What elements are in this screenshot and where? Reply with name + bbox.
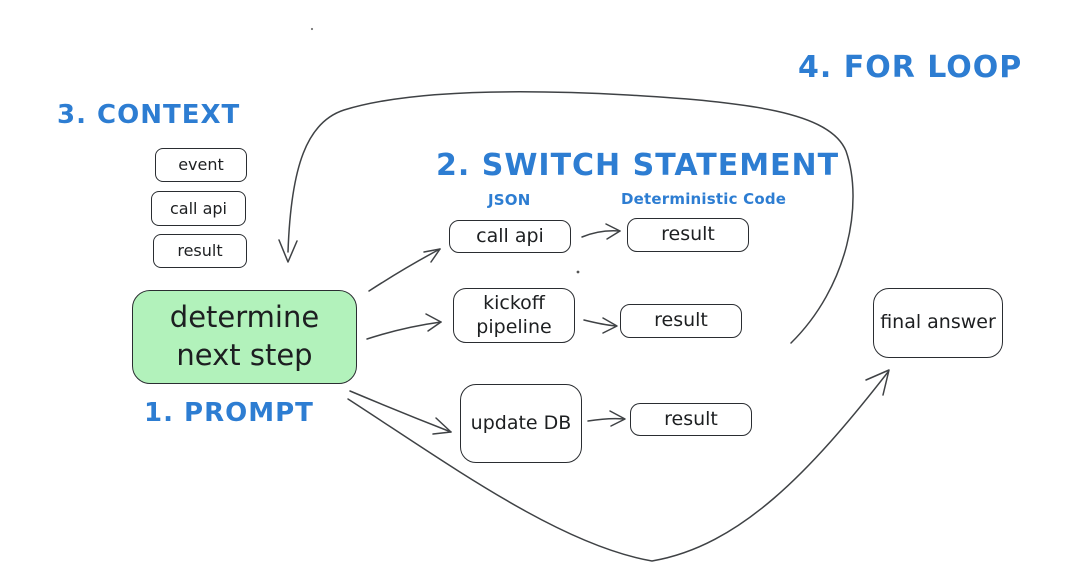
updatedb-to-result-arrow bbox=[587, 417, 625, 422]
label-deterministic-code: Deterministic Code bbox=[621, 190, 787, 208]
prompt-to-kickoff-arrow bbox=[366, 321, 442, 340]
prompt-to-callapi-arrow bbox=[368, 248, 441, 292]
switch-result-1: result bbox=[627, 218, 749, 252]
prompt-to-kickoff-arrowhead bbox=[425, 313, 442, 332]
ink-dot bbox=[310, 27, 314, 31]
prompt-to-callapi-arrowhead bbox=[423, 248, 441, 263]
prompt-node: determine next step bbox=[132, 290, 357, 384]
prompt-to-updatedb-arrow bbox=[349, 390, 452, 433]
final-answer-arrowhead bbox=[865, 369, 890, 396]
switch-result-3: result bbox=[630, 403, 752, 436]
context-item-result: result bbox=[153, 234, 247, 268]
callapi-to-result-arrow bbox=[581, 230, 621, 238]
label-json: JSON bbox=[488, 191, 531, 209]
callapi-to-result-arrowhead bbox=[605, 223, 621, 240]
kickoff-to-result-arrowhead bbox=[602, 317, 618, 334]
final-answer-node: final answer bbox=[873, 288, 1003, 358]
switch-result-2: result bbox=[620, 304, 742, 338]
switch-action-call-api: call api bbox=[449, 220, 571, 253]
context-item-call-api: call api bbox=[151, 191, 246, 226]
prompt-to-updatedb-arrowhead bbox=[432, 417, 452, 435]
switch-action-kickoff-pipeline: kickoff pipeline bbox=[453, 288, 575, 343]
updatedb-to-result-arrowhead bbox=[609, 410, 626, 427]
context-item-event: event bbox=[155, 148, 247, 182]
ink-dot bbox=[576, 270, 580, 274]
label-step2-switch: 2. SWITCH STATEMENT bbox=[436, 148, 840, 183]
label-step4-forloop: 4. FOR LOOP bbox=[798, 50, 1023, 85]
prompt-node-line1: determine bbox=[169, 300, 320, 335]
final-answer-arrow bbox=[347, 371, 889, 562]
label-step1-prompt: 1. PROMPT bbox=[144, 398, 314, 428]
switch-action-update-db: update DB bbox=[460, 384, 582, 463]
kickoff-to-result-arrow bbox=[583, 319, 617, 327]
prompt-node-line2: next step bbox=[176, 338, 313, 372]
for-loop-arrowhead bbox=[278, 239, 298, 263]
label-step3-context: 3. CONTEXT bbox=[57, 100, 241, 130]
